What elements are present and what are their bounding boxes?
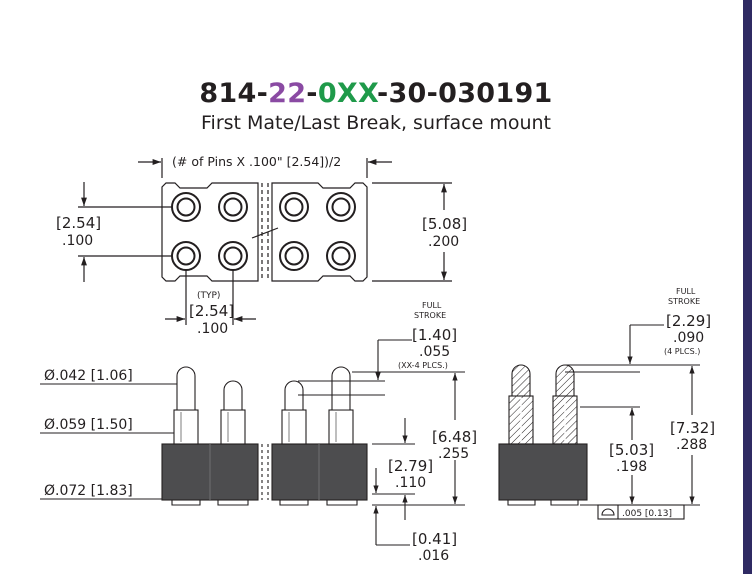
side-pin	[220, 380, 246, 445]
top-left-pitch-in: .100	[62, 233, 93, 249]
top-pin	[171, 241, 201, 271]
end-view	[498, 324, 700, 520]
end-stroke-label: STROKE	[668, 297, 700, 306]
side-pin	[173, 366, 199, 445]
side-stroke-mm: [1.40]	[412, 326, 457, 344]
part-suffix: -30-030191	[376, 78, 553, 109]
part-code-pins: 22	[268, 78, 307, 109]
end-pin	[508, 364, 534, 445]
top-view	[78, 158, 452, 325]
page-edge-strip	[740, 0, 752, 574]
side-tail-mm: [0.41]	[412, 530, 457, 548]
part-separator: -	[306, 78, 318, 109]
end-tails	[507, 500, 579, 506]
top-left-pitch-mm: [2.54]	[56, 214, 101, 232]
top-bottom-pitch-in: .100	[197, 321, 228, 337]
side-full-label: FULL	[422, 301, 442, 310]
top-pin	[171, 192, 201, 222]
top-break-slash	[251, 227, 279, 239]
end-mid-in: .198	[616, 459, 647, 475]
side-body-mm: [2.79]	[388, 457, 433, 475]
top-pin	[326, 241, 356, 271]
end-stroke-note: (4 PLCS.)	[664, 347, 700, 356]
top-pin	[279, 192, 309, 222]
side-body-in: .110	[395, 475, 426, 491]
side-dia3-label: Ø.072 [1.83]	[44, 483, 133, 499]
end-stroke-mm: [2.29]	[666, 312, 711, 330]
end-pin	[552, 364, 578, 445]
side-view	[40, 339, 465, 546]
top-housing-right	[271, 182, 368, 282]
part-code-variant: 0XX	[317, 78, 377, 109]
end-height-in: .288	[676, 437, 707, 453]
flatness-value: .005 [0.13]	[622, 509, 672, 519]
top-height-mm: [5.08]	[422, 215, 467, 233]
top-pin	[279, 241, 309, 271]
side-dia1-label: Ø.042 [1.06]	[44, 368, 133, 384]
page-edge-highlight	[740, 0, 743, 574]
side-tails	[171, 500, 358, 506]
end-stroke-in: .090	[673, 330, 704, 346]
side-pin	[281, 380, 307, 445]
side-stroke-in: .055	[419, 344, 450, 360]
side-dia2-label: Ø.059 [1.50]	[44, 417, 133, 433]
end-height-mm: [7.32]	[670, 419, 715, 437]
side-tail-in: .016	[418, 548, 449, 564]
top-pin	[218, 192, 248, 222]
top-typ-note: (TYP)	[197, 291, 220, 301]
top-bottom-pitch-mm: [2.54]	[189, 302, 234, 320]
top-pin	[218, 241, 248, 271]
end-body	[498, 443, 588, 501]
side-pin	[328, 366, 354, 445]
side-stroke-label: STROKE	[414, 311, 446, 320]
top-pin	[326, 192, 356, 222]
top-width-label: (# of Pins X .100" [2.54])/2	[172, 154, 341, 169]
end-full-label: FULL	[676, 287, 696, 296]
top-housing-left	[161, 182, 259, 282]
flatness-symbol-icon	[601, 508, 615, 516]
flatness-frame	[597, 504, 685, 520]
part-subtitle: First Mate/Last Break, surface mount	[201, 112, 551, 134]
side-stroke-note: (XX-4 PLCS.)	[398, 361, 448, 370]
side-height-mm: [6.48]	[432, 428, 477, 446]
part-prefix: 814-	[199, 78, 269, 109]
top-height-in: .200	[428, 234, 459, 250]
side-height-in: .255	[438, 446, 469, 462]
part-number-title: 814-22-0XX-30-030191	[0, 78, 752, 109]
end-mid-mm: [5.03]	[609, 441, 654, 459]
